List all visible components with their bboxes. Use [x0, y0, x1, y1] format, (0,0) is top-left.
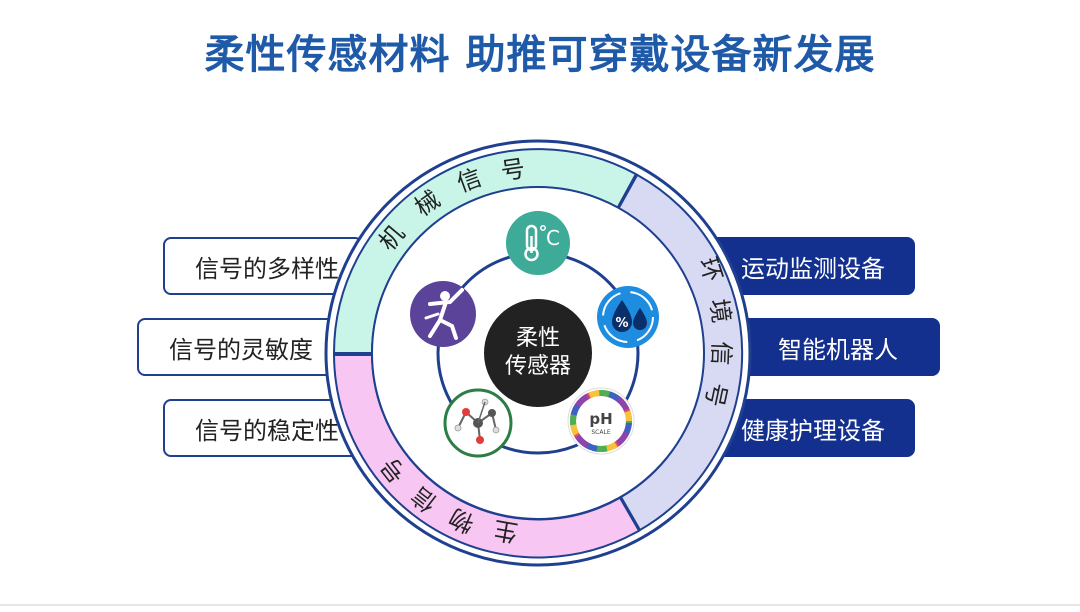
left-item-stability: 信号的稳定性 [163, 399, 363, 457]
molecule-icon [443, 388, 513, 458]
arc-char: 生 [491, 515, 519, 547]
center-label-line2: 传感器 [505, 354, 571, 379]
ph-scale-icon: pH SCALE [567, 387, 635, 455]
arc-char: 号 [499, 155, 527, 186]
left-item-label: 信号的稳定性 [195, 416, 339, 445]
arc-char: 境 [704, 297, 735, 325]
right-item-label: 智能机器人 [778, 335, 898, 364]
thermometer-unit: C [546, 226, 560, 250]
left-item-label: 信号的灵敏度 [169, 335, 313, 364]
right-item-label: 健康护理设备 [741, 416, 885, 445]
left-item-diversity: 信号的多样性 [163, 237, 363, 295]
bottom-divider [0, 604, 1080, 606]
ph-scale-label: SCALE [591, 429, 610, 436]
right-item-label: 运动监测设备 [741, 254, 885, 283]
left-item-label: 信号的多样性 [195, 254, 339, 283]
thermometer-icon: C [506, 211, 570, 275]
center-circle [484, 299, 592, 407]
right-item-sports-monitoring: 运动监测设备 [700, 237, 915, 295]
humidity-icon: % [597, 286, 659, 348]
arc-char: 信 [707, 341, 736, 366]
center-label-line1: 柔性 [516, 326, 560, 351]
page-title: 柔性传感材料 助推可穿戴设备新发展 [204, 32, 876, 78]
athlete-icon [410, 281, 476, 347]
humidity-symbol: % [615, 316, 628, 331]
arc-char: 号 [700, 380, 732, 409]
ph-label: pH [589, 410, 612, 428]
